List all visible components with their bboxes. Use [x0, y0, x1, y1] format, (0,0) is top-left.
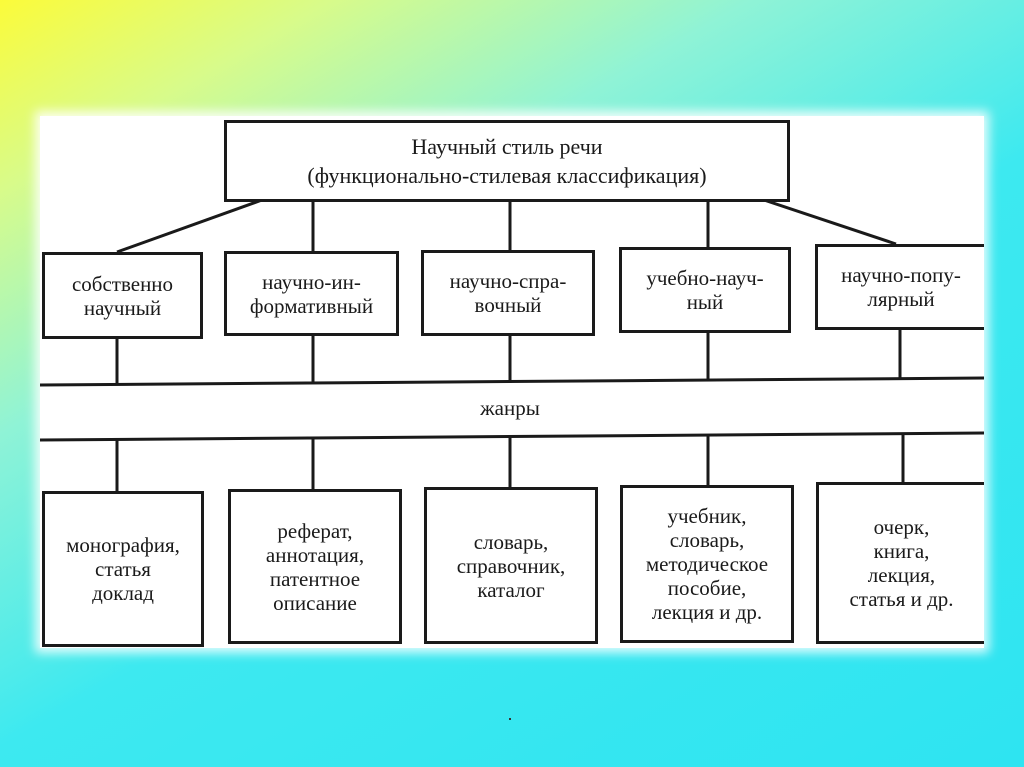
genres-label: жанры — [480, 396, 540, 420]
artifact-dot — [509, 718, 511, 720]
substyle-label: научно-ин- формативный — [249, 269, 374, 318]
genres-band-top — [39, 376, 985, 387]
genre-node-1: монография, статья доклад — [42, 491, 204, 647]
connector-root-substyle-5 — [757, 196, 897, 246]
genre-label: словарь, справочник, каталог — [456, 529, 566, 602]
substyle-node-5: научно-попу- лярный — [815, 244, 984, 330]
substyle-node-3: научно-спра- вочный — [421, 250, 595, 336]
genres-band-bottom — [39, 431, 985, 442]
substyle-node-1: собственно научный — [42, 252, 203, 339]
genre-node-3: словарь, справочник, каталог — [424, 487, 598, 644]
genre-node-5: очерк, книга, лекция, статья и др. — [816, 482, 984, 644]
genre-label: очерк, книга, лекция, статья и др. — [849, 515, 954, 611]
substyle-node-2: научно-ин- формативный — [224, 251, 399, 336]
genre-label: учебник, словарь, методическое пособие, … — [645, 504, 769, 624]
root-node: Научный стиль речи (функционально-стилев… — [224, 120, 790, 202]
substyle-label: собственно научный — [71, 271, 174, 320]
genre-label: монография, статья доклад — [66, 533, 180, 605]
root-title: Научный стиль речи — [411, 134, 603, 159]
connector-root-substyle-1 — [116, 198, 263, 254]
genre-label: реферат, аннотация, патентное описание — [265, 518, 365, 615]
genre-node-2: реферат, аннотация, патентное описание — [228, 489, 402, 644]
substyle-label: научно-попу- лярный — [841, 263, 961, 311]
substyle-label: научно-спра- вочный — [449, 269, 567, 317]
substyle-label: учебно-науч- ный — [646, 266, 764, 314]
genre-node-4: учебник, словарь, методическое пособие, … — [620, 485, 794, 643]
substyle-node-4: учебно-науч- ный — [619, 247, 791, 333]
root-subtitle: (функционально-стилевая классификация) — [307, 163, 707, 188]
